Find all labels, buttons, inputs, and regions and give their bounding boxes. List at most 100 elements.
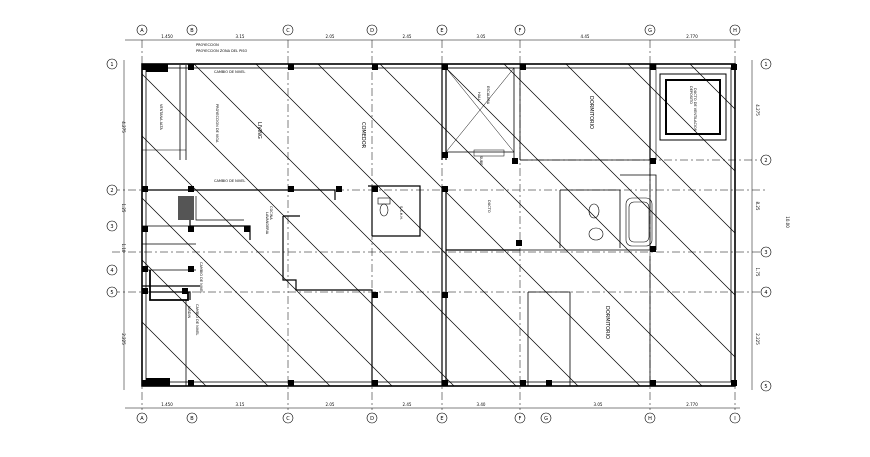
- axis-bubble-left: 3: [106, 220, 118, 232]
- svg-text:1: 1: [110, 62, 113, 68]
- room-labels: LIVING COMEDOR DORMITORIO DORMITORIO DUC…: [256, 86, 693, 339]
- room-escalera: ESCALERA: [486, 86, 490, 105]
- room-living: LIVING: [256, 122, 262, 139]
- dim-right: 10.00: [785, 216, 790, 228]
- column: [442, 380, 448, 386]
- svg-text:3: 3: [110, 224, 113, 230]
- inner-wall-line: [145, 67, 732, 383]
- column: [244, 226, 250, 232]
- note-title-1: PROYECCION: [196, 43, 219, 47]
- hatch-line: [193, 64, 517, 386]
- axis-bubble-bottom: B: [186, 412, 198, 424]
- column: [372, 380, 378, 386]
- dim-left: 1.25: [121, 204, 126, 213]
- axis-bubble-top: C: [282, 24, 294, 36]
- axis-bubble-top: E: [436, 24, 448, 36]
- svg-text:3: 3: [764, 250, 767, 256]
- hatch-line: [142, 259, 269, 386]
- svg-text:E: E: [440, 28, 443, 34]
- hatch-line: [379, 64, 703, 386]
- bathroom-fixtures: [377, 197, 653, 247]
- dim-right: 2.225: [755, 333, 760, 345]
- column: [288, 380, 294, 386]
- hatch-lines: [142, 64, 735, 386]
- svg-text:1: 1: [764, 62, 767, 68]
- svg-text:B: B: [190, 28, 194, 34]
- deposito-box: [659, 73, 727, 141]
- column: [188, 64, 194, 70]
- hatch-line: [627, 64, 735, 172]
- column: [442, 64, 448, 70]
- note-cambio-4: CAMBIO DE NIVEL: [199, 262, 203, 293]
- column: [188, 380, 194, 386]
- axis-bubble-top: B: [186, 24, 198, 36]
- axis-bubble-left: 5: [106, 286, 118, 298]
- dim-bottom: 2.45: [403, 402, 412, 407]
- axis-bubble-bottom: C: [282, 412, 294, 424]
- axis-bubble-bottom: G: [540, 412, 552, 424]
- column: [188, 266, 194, 272]
- svg-text:5: 5: [764, 384, 767, 390]
- room-deposito: DEPOSITO: [689, 86, 693, 104]
- column: [188, 186, 194, 192]
- dim-left: 1.10: [121, 244, 126, 253]
- note-cambio-3: CAMBIO DE NIVEL: [195, 304, 199, 335]
- column: [512, 158, 518, 164]
- dim-top: 2.770: [686, 34, 698, 39]
- toilet-icon: [379, 203, 389, 217]
- axis-bubble-bottom: A: [136, 412, 148, 424]
- dim-left: 4.275: [121, 121, 126, 133]
- note-jardin: JARDIN: [187, 305, 191, 319]
- dim-top: 2.05: [326, 34, 335, 39]
- axis-bubble-left: 1: [106, 58, 118, 70]
- dim-right: 4.275: [755, 104, 760, 116]
- sink-icon: [588, 227, 604, 241]
- hatch-line: [317, 64, 641, 386]
- dim-top: 2.45: [403, 34, 412, 39]
- column: [142, 266, 148, 272]
- svg-text:E: E: [440, 416, 443, 422]
- hatch-line: [503, 64, 735, 296]
- outer-wall: [141, 63, 736, 387]
- axis-bubble-bottom: D: [366, 412, 378, 424]
- svg-text:I: I: [734, 416, 735, 422]
- axis-bubble-right: 2: [760, 154, 772, 166]
- axis-bubble-top: F: [514, 24, 526, 36]
- svg-text:D: D: [370, 28, 374, 34]
- svg-text:A: A: [140, 28, 144, 34]
- svg-text:5: 5: [110, 290, 113, 296]
- stair: [445, 67, 515, 157]
- hatch-line: [255, 64, 579, 386]
- axis-bubble-left: 2: [106, 184, 118, 196]
- column: [142, 64, 148, 70]
- svg-text:C: C: [286, 28, 290, 34]
- column: [372, 64, 378, 70]
- column: [442, 292, 448, 298]
- svg-text:H: H: [733, 28, 737, 34]
- axis-bubble-right: 5: [760, 380, 772, 392]
- hatch-line: [142, 321, 207, 386]
- column: [650, 246, 656, 252]
- column: [516, 240, 522, 246]
- axis-bubble-left: 4: [106, 264, 118, 276]
- column: [336, 186, 342, 192]
- svg-text:B: B: [190, 416, 194, 422]
- svg-text:F: F: [519, 416, 522, 422]
- room-cocina: COCINA: [269, 206, 273, 220]
- column: [442, 186, 448, 192]
- dim-bottom: 2.770: [686, 402, 698, 407]
- axis-bubble-bottom: H: [644, 412, 656, 424]
- dim-top: 1.450: [161, 34, 173, 39]
- axis-bubble-top: A: [136, 24, 148, 36]
- column: [142, 288, 148, 294]
- hatch-line: [142, 135, 393, 386]
- note-cambio-1: CAMBIO DE NIVEL: [214, 70, 245, 74]
- column: [142, 380, 148, 386]
- room-dormitorio-2: DORMITORIO: [604, 306, 610, 339]
- svg-text:4: 4: [764, 290, 767, 296]
- column: [650, 64, 656, 70]
- dim-bottom: 3.05: [594, 402, 603, 407]
